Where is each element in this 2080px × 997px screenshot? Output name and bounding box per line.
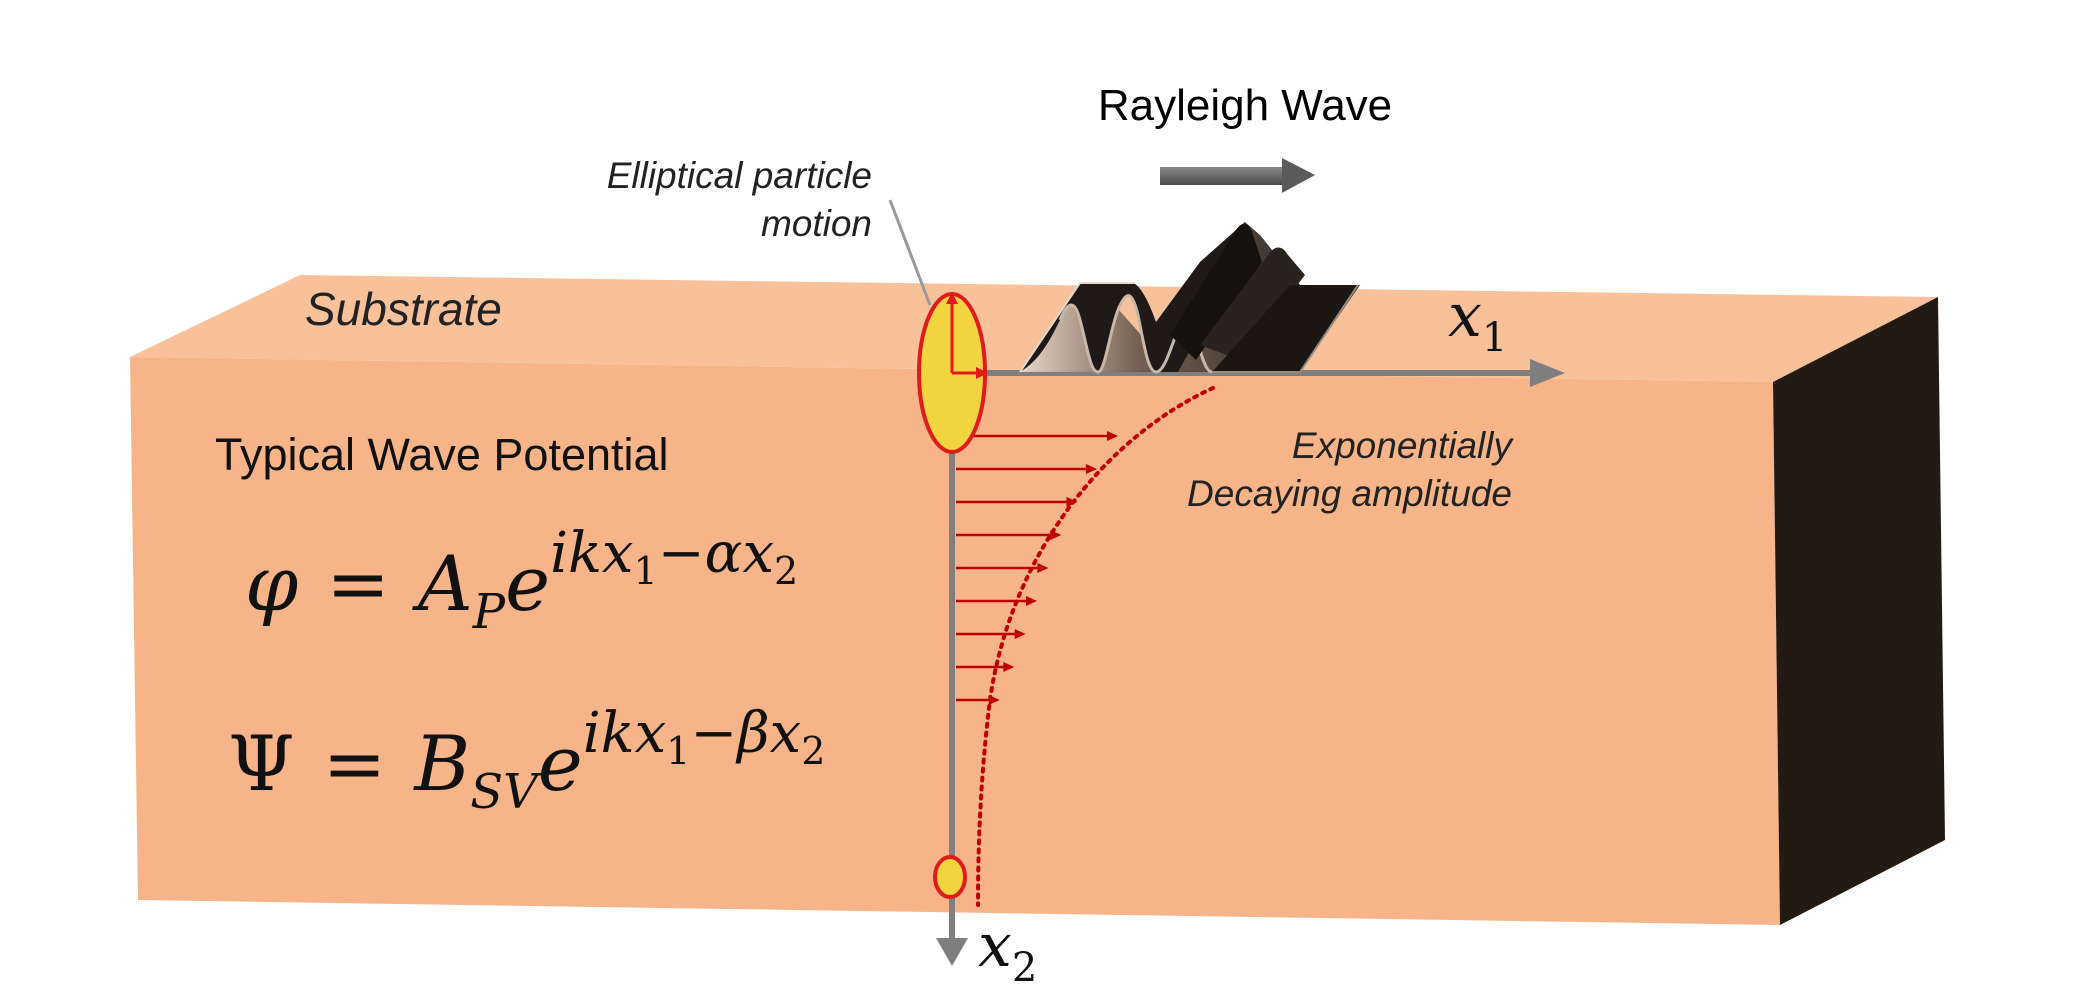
- surface-particle-ellipse: [917, 292, 988, 454]
- psi-exponent: ikx: [583, 701, 666, 766]
- phi-exponent-subscript-1: 1: [634, 549, 658, 593]
- substrate-top-face: [130, 275, 1938, 382]
- decay-arrows: [956, 431, 1118, 705]
- psi-coefficient: B: [412, 719, 470, 808]
- decay-arrow-head: [1026, 596, 1037, 606]
- ellipse-up-arrowhead: [946, 292, 958, 304]
- decay-arrow-head: [1066, 497, 1078, 507]
- particle-motion-label-line1: Elliptical particle: [607, 155, 872, 196]
- phi-coefficient-subscript: P: [472, 584, 506, 640]
- equation-phi: φ =APeikx1−αx2: [245, 521, 798, 640]
- decay-label-line1: Exponentially: [1292, 425, 1515, 466]
- x2-axis-label: x2: [978, 911, 1037, 991]
- diagram-title: Rayleigh Wave: [1098, 81, 1392, 130]
- wave-ridge-3: [1200, 247, 1305, 360]
- x2-subscript: 2: [1012, 945, 1037, 991]
- decay-arrow-head: [1085, 464, 1097, 474]
- phi-exponent: ikx: [550, 521, 633, 586]
- psi-base: e: [538, 719, 583, 808]
- phi-base: e: [505, 539, 550, 628]
- psi-equals: =: [323, 719, 387, 808]
- wave-direction-arrow: [1160, 158, 1315, 193]
- decay-arrow-head: [1014, 629, 1026, 639]
- substrate-label: Substrate: [305, 283, 502, 335]
- x2-arrowhead: [936, 938, 968, 966]
- phi-exponent-subscript-2: 2: [774, 549, 798, 593]
- phi-lhs: φ: [245, 539, 298, 628]
- equation-psi: Ψ = BSVeikx1−βx2: [228, 701, 825, 820]
- phi-equals: =: [326, 539, 390, 628]
- decay-arrow-head: [1037, 563, 1049, 573]
- x1-subscript: 1: [1482, 315, 1507, 361]
- psi-exponent-subscript-1: 1: [666, 729, 690, 773]
- decay-curve: [976, 386, 1215, 907]
- phi-exponent-decay: −αx: [658, 521, 774, 586]
- x2-symbol: x: [978, 911, 1012, 981]
- psi-exponent-decay: −βx: [690, 701, 801, 766]
- wave-lead-edge: [1019, 282, 1135, 373]
- particle-motion-label-line2: motion: [761, 203, 872, 244]
- deep-particle-ellipse: [933, 855, 967, 899]
- ellipse-right-arrowhead: [976, 367, 988, 379]
- x1-arrowhead: [1530, 359, 1565, 387]
- potential-heading: Typical Wave Potential: [215, 429, 669, 480]
- substrate-side-face: [1773, 297, 1945, 925]
- decay-arrow-head: [988, 695, 1000, 705]
- particle-motion-leader-line: [888, 199, 932, 306]
- psi-lhs: Ψ: [228, 719, 295, 808]
- x1-symbol: x: [1448, 281, 1482, 351]
- wave-tail-edge: [1212, 284, 1359, 373]
- psi-exponent-subscript-2: 2: [801, 729, 825, 773]
- psi-coefficient-subscript: SV: [470, 764, 542, 820]
- decay-arrow-head: [1107, 431, 1118, 441]
- wave-crest-2: [1097, 294, 1157, 374]
- decay-label-line2: Decaying amplitude: [1187, 473, 1512, 514]
- wave-tail: [1212, 285, 1358, 372]
- x2-axis: [936, 365, 968, 966]
- wave-crest-1: [1058, 303, 1099, 374]
- rayleigh-surface-wave: [1019, 222, 1360, 374]
- decay-arrow-head: [1003, 662, 1015, 672]
- phi-coefficient: A: [412, 539, 473, 628]
- decay-arrow-head: [1050, 530, 1062, 540]
- x1-axis-label: x1: [1448, 281, 1507, 361]
- wave-ridge-2: [1170, 223, 1262, 360]
